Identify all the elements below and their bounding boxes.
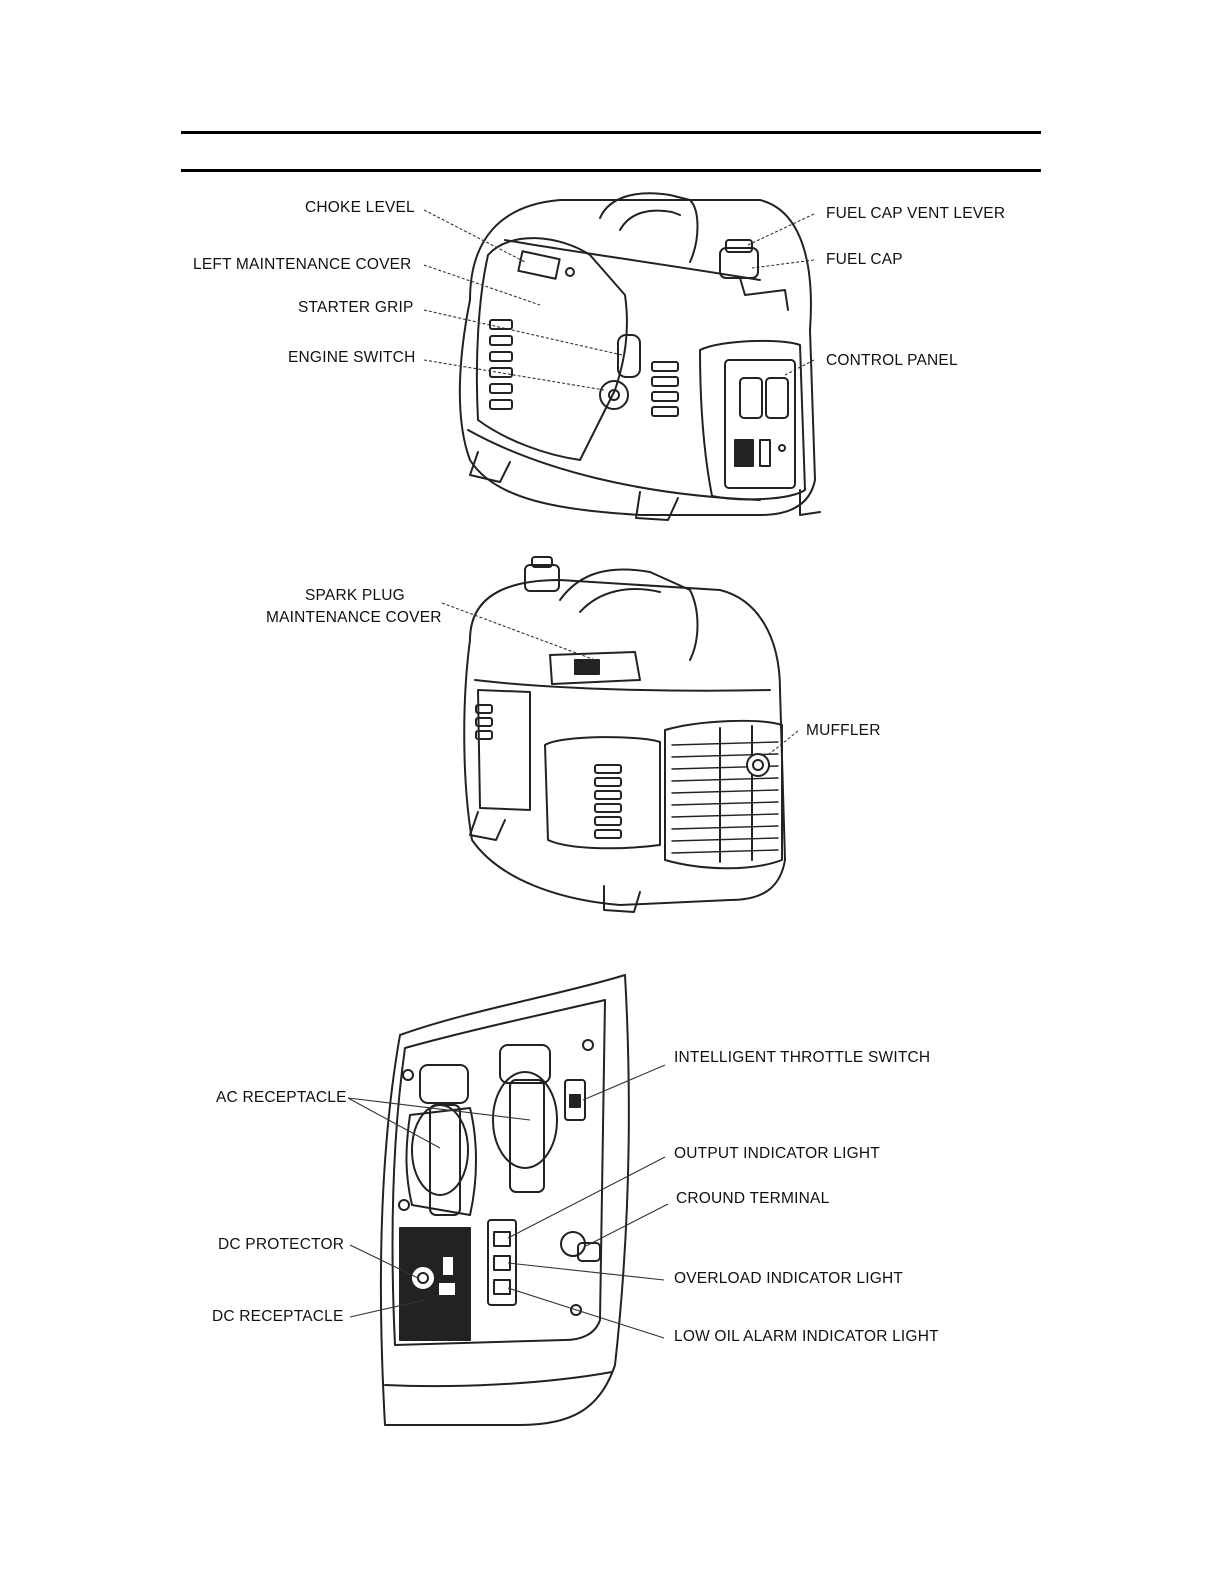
header-rule-bottom xyxy=(181,169,1041,172)
label-overload-indicator-light: OVERLOAD INDICATOR LIGHT xyxy=(674,1270,904,1287)
label-low-oil-alarm-indicator-light: LOW OIL ALARM INDICATOR LIGHT xyxy=(674,1328,939,1345)
label-intelligent-throttle-switch: INTELLIGENT THROTTLE SWITCH xyxy=(674,1049,931,1066)
label-spark-plug-line2: MAINTENANCE COVER xyxy=(266,609,442,626)
generator-front-view-illustration xyxy=(458,192,821,521)
middle-vent-slots xyxy=(594,764,622,839)
label-dc-receptacle: DC RECEPTACLE xyxy=(212,1308,344,1325)
label-left-maintenance-cover: LEFT MAINTENANCE COVER xyxy=(193,256,412,273)
left-vent-slots xyxy=(489,319,513,410)
leader-lines xyxy=(347,209,815,1339)
label-fuel-cap-vent-lever: FUEL CAP VENT LEVER xyxy=(826,205,1006,222)
label-output-indicator-light: OUTPUT INDICATOR LIGHT xyxy=(674,1145,880,1162)
right-vent-slots xyxy=(651,361,679,417)
label-choke-level: CHOKE LEVEL xyxy=(305,199,415,216)
label-starter-grip: STARTER GRIP xyxy=(298,299,414,316)
label-engine-switch: ENGINE SWITCH xyxy=(288,349,416,366)
label-dc-protector: DC PROTECTOR xyxy=(218,1236,345,1253)
label-ac-receptacle: AC RECEPTACLE xyxy=(216,1089,347,1106)
label-muffler: MUFFLER xyxy=(806,722,881,739)
label-spark-plug-line1: SPARK PLUG xyxy=(305,587,405,604)
label-control-panel: CONTROL PANEL xyxy=(826,352,958,369)
label-fuel-cap: FUEL CAP xyxy=(826,251,903,268)
label-ground-terminal: CROUND TERMINAL xyxy=(676,1190,830,1207)
generator-rear-view-illustration xyxy=(463,556,786,913)
control-panel-closeup-illustration xyxy=(379,974,630,1426)
header-rule-top xyxy=(181,131,1041,134)
